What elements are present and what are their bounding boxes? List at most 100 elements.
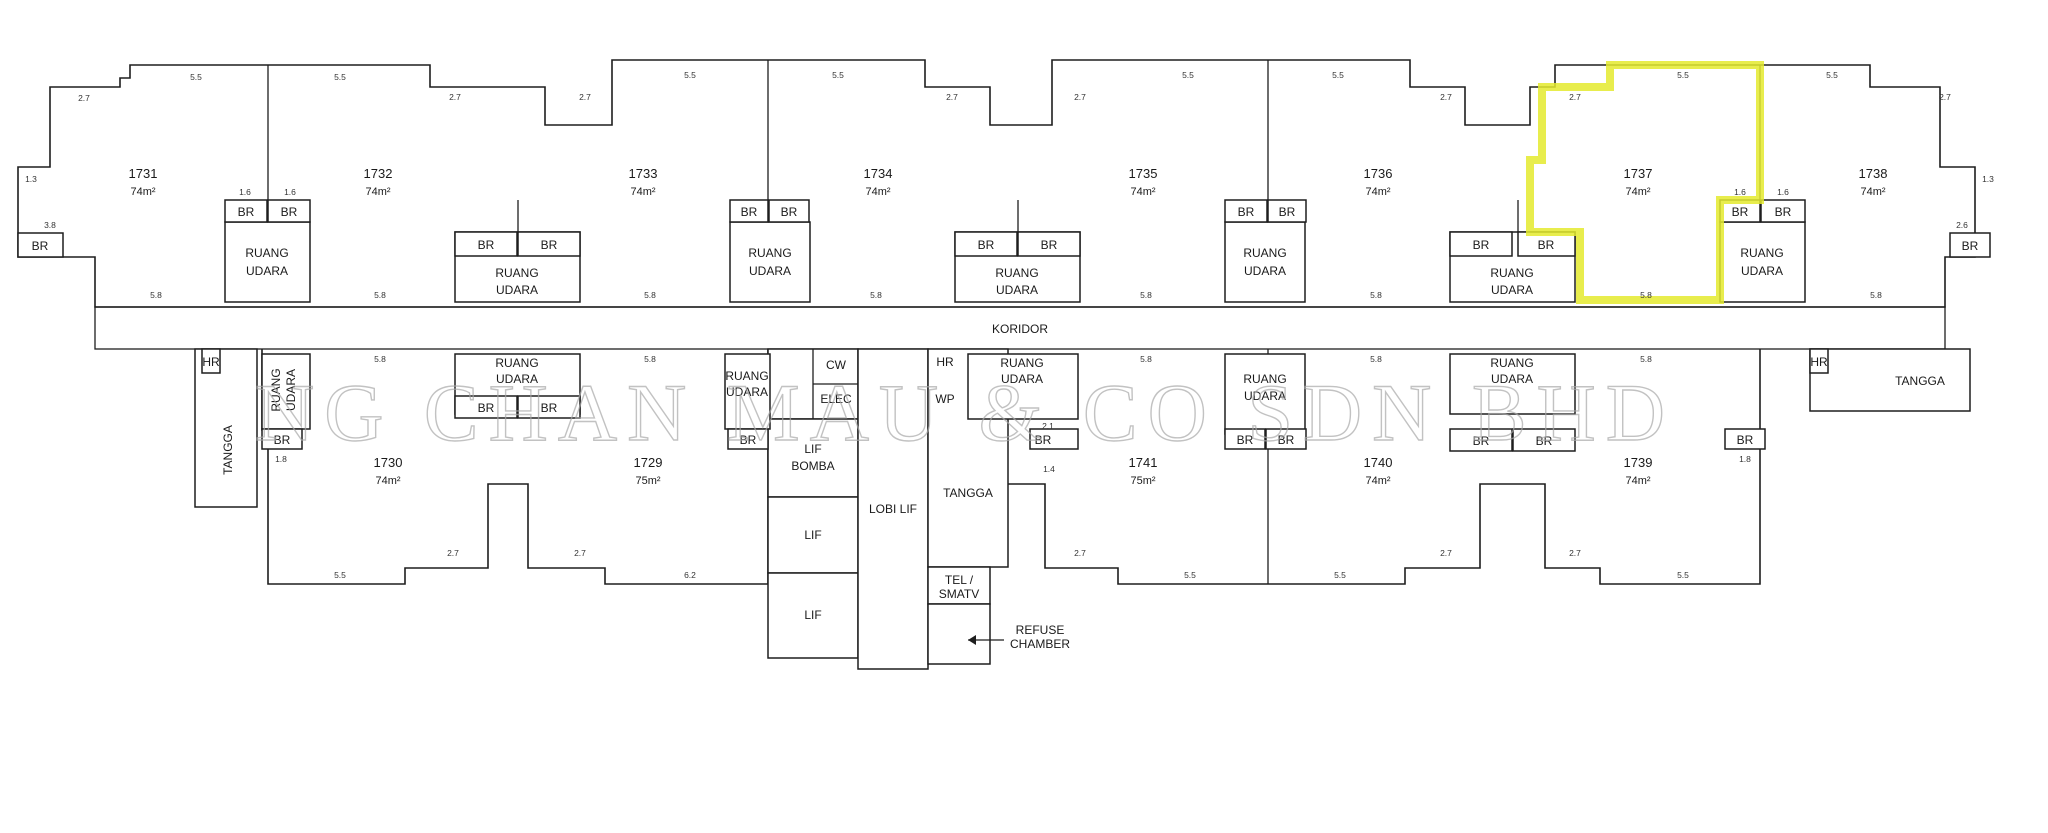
stair-left <box>194 348 258 508</box>
dimension: 2.7 <box>1440 548 1452 558</box>
hose-reel-label: HR <box>936 355 954 369</box>
unit-number: 1730 <box>374 455 403 470</box>
bedroom-label: BR <box>1473 434 1490 448</box>
dimension: 2.7 <box>447 548 459 558</box>
bedroom-label: BR <box>740 433 757 447</box>
dimension: 5.5 <box>1184 570 1196 580</box>
tel-room-label: SMATV <box>939 587 979 601</box>
hose-reel-label: HR <box>1810 355 1828 369</box>
lift-label: LIF <box>804 528 821 542</box>
top-row-outline <box>17 59 1976 350</box>
watermark: NG CHAN MAU & CO SDN BHD <box>255 367 1675 458</box>
refuse-chamber-label: REFUSE <box>1016 623 1065 637</box>
bedroom-label: BR <box>1473 238 1490 252</box>
dimension: 2.7 <box>574 548 586 558</box>
unit-area: 74m² <box>630 186 655 198</box>
dimension: 1.6 <box>239 187 251 197</box>
unit-area: 74m² <box>865 186 890 198</box>
stair-right <box>1809 348 1971 412</box>
air-well-label: RUANG <box>245 246 288 260</box>
fire-lift-label: BOMBA <box>791 459 834 473</box>
dimension: 5.5 <box>684 70 696 80</box>
unit-number: 1733 <box>629 166 658 181</box>
hose-reel-label: HR <box>202 355 220 369</box>
room-labels: KORIDOR RUANG UDARA RUANG UDARA RUANG UD… <box>32 205 1979 651</box>
air-well-label: RUANG <box>495 356 538 370</box>
dimension: 1.6 <box>1777 187 1789 197</box>
dimension: 2.7 <box>1074 92 1086 102</box>
dimension: 1.4 <box>1043 464 1055 474</box>
bedroom-label: BR <box>1035 433 1052 447</box>
air-well-label: UDARA <box>726 385 768 399</box>
dimension: 1.6 <box>284 187 296 197</box>
staircase-label: TANGGA <box>1895 374 1945 388</box>
air-well-label: UDARA <box>1491 372 1533 386</box>
bedroom-label: BR <box>478 238 495 252</box>
air-well-label: UDARA <box>996 283 1038 297</box>
unit-area: 74m² <box>375 475 400 487</box>
refuse-chamber-label: CHAMBER <box>1010 637 1070 651</box>
bedroom-label: BR <box>1279 205 1296 219</box>
bedroom-label: BR <box>1237 433 1254 447</box>
cw-label: CW <box>826 358 847 372</box>
air-well-label: UDARA <box>496 283 538 297</box>
refuse-arrow-icon <box>968 635 1004 645</box>
dimension-labels: 2.7 5.5 5.5 2.7 2.7 5.5 5.5 2.7 2.7 5.5 … <box>25 70 1994 580</box>
bedroom-boxes <box>17 199 1991 452</box>
unit-area: 75m² <box>635 475 660 487</box>
dimension: 5.5 <box>1334 570 1346 580</box>
unit-area: 74m² <box>1365 186 1390 198</box>
lift-lobby <box>857 348 929 670</box>
dimension: 1.6 <box>1734 187 1746 197</box>
dimension: 5.8 <box>1640 354 1652 364</box>
corridor-label: KORIDOR <box>992 322 1048 336</box>
air-well-label: RUANG <box>1243 372 1286 386</box>
bedroom-label: BR <box>1962 239 1979 253</box>
unit-area: 74m² <box>1365 475 1390 487</box>
unit-number: 1731 <box>129 166 158 181</box>
unit-number: 1735 <box>1129 166 1158 181</box>
unit-area: 74m² <box>1625 475 1650 487</box>
air-well-label: UDARA <box>246 264 288 278</box>
dimension: 5.5 <box>1677 570 1689 580</box>
bedroom-label: BR <box>238 205 255 219</box>
dimension: 5.5 <box>1677 70 1689 80</box>
dimension: 6.2 <box>684 570 696 580</box>
bedroom-label: BR <box>281 205 298 219</box>
unit-number: 1729 <box>634 455 663 470</box>
tel-room-label: TEL / <box>945 573 974 587</box>
unit-number: 1737 <box>1624 166 1653 181</box>
unit-number: 1732 <box>364 166 393 181</box>
dimension: 5.5 <box>1182 70 1194 80</box>
air-well-label: RUANG <box>1740 246 1783 260</box>
dimension: 5.8 <box>150 290 162 300</box>
lift-label: LIF <box>804 608 821 622</box>
air-well-label: RUANG <box>1243 246 1286 260</box>
air-well-label: UDARA <box>496 372 538 386</box>
dimension: 2.7 <box>1569 548 1581 558</box>
dimension: 2.7 <box>1569 92 1581 102</box>
air-well-label: RUANG <box>495 266 538 280</box>
air-wells-bottom <box>261 353 1576 435</box>
refuse-room <box>927 603 991 665</box>
air-well-label: RUANG <box>1490 266 1533 280</box>
dimension: 1.3 <box>25 174 37 184</box>
dimension: 2.7 <box>78 93 90 103</box>
bedroom-label: BR <box>32 239 49 253</box>
air-well-label: RUANG <box>1000 356 1043 370</box>
dimension: 5.8 <box>1370 354 1382 364</box>
unit-number: 1736 <box>1364 166 1393 181</box>
air-well-label: UDARA <box>1244 264 1286 278</box>
bottom-row-outline <box>194 348 1971 670</box>
unit-area: 74m² <box>1625 186 1650 198</box>
unit-number: 1739 <box>1624 455 1653 470</box>
dimension: 2.7 <box>946 92 958 102</box>
unit-area: 74m² <box>365 186 390 198</box>
dimension: 5.8 <box>644 354 656 364</box>
bedroom-label: BR <box>1732 205 1749 219</box>
unit-area: 74m² <box>1130 186 1155 198</box>
lift-2 <box>767 572 859 659</box>
air-well-label: RUANG <box>995 266 1038 280</box>
dimension: 5.5 <box>1826 70 1838 80</box>
